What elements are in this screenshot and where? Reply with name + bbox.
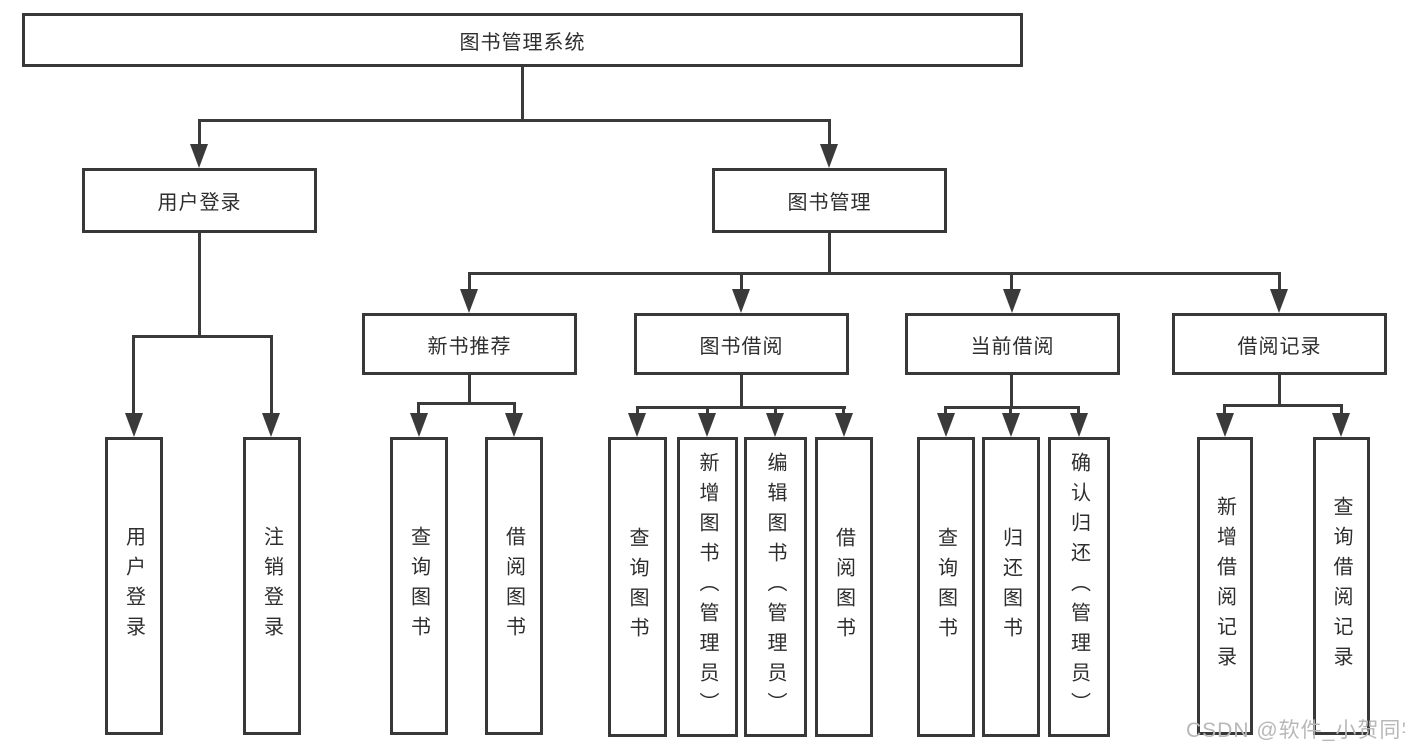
connector-line bbox=[842, 406, 845, 417]
connector-line bbox=[468, 272, 471, 294]
connector-line bbox=[636, 406, 846, 409]
leaf-recommend-query-book: 查询图书 bbox=[390, 437, 448, 735]
connector-line bbox=[513, 402, 516, 417]
leaf-label: 确认归还（管理员） bbox=[1067, 452, 1090, 722]
arrow-down-icon bbox=[1003, 289, 1021, 313]
connector-line bbox=[1223, 404, 1226, 417]
connector-line bbox=[1278, 375, 1281, 407]
connector-line bbox=[468, 375, 471, 405]
connector-line bbox=[417, 402, 420, 417]
connector-line bbox=[1010, 272, 1013, 294]
arrow-down-icon bbox=[410, 413, 428, 437]
connector-line bbox=[468, 272, 1281, 275]
leaf-borrow-query-book: 查询图书 bbox=[608, 437, 667, 737]
leaf-label: 查询图书 bbox=[934, 527, 957, 647]
arrow-down-icon bbox=[1270, 289, 1288, 313]
arrow-down-icon bbox=[937, 413, 955, 437]
connector-line bbox=[740, 375, 743, 409]
connector-line bbox=[774, 406, 777, 417]
arrow-down-icon bbox=[1070, 413, 1088, 437]
arrow-down-icon bbox=[505, 413, 523, 437]
leaf-recommend-borrow-book: 借阅图书 bbox=[485, 437, 543, 735]
leaf-label: 借阅图书 bbox=[502, 526, 525, 646]
leaf-label: 编辑图书（管理员） bbox=[764, 452, 786, 722]
leaf-label: 借阅图书 bbox=[832, 527, 855, 647]
connector-line bbox=[1009, 406, 1012, 417]
leaf-user-login: 用户登录 bbox=[105, 437, 163, 735]
arrow-down-icon bbox=[628, 413, 646, 437]
arrow-down-icon bbox=[1332, 413, 1350, 437]
connector-line bbox=[1223, 404, 1343, 407]
leaf-label: 归还图书 bbox=[999, 527, 1022, 647]
arrow-down-icon bbox=[766, 413, 784, 437]
connector-line bbox=[636, 406, 639, 417]
leaf-records-query-record: 查询借阅记录 bbox=[1313, 437, 1370, 735]
leaf-borrow-borrow-book: 借阅图书 bbox=[815, 437, 873, 737]
node-borrowing-records: 借阅记录 bbox=[1172, 313, 1387, 375]
leaf-label: 查询图书 bbox=[626, 527, 648, 647]
leaf-label: 新增借阅记录 bbox=[1213, 496, 1236, 676]
node-new-book-recommend: 新书推荐 bbox=[362, 313, 577, 375]
leaf-label: 用户登录 bbox=[122, 526, 145, 646]
connector-line bbox=[740, 272, 743, 294]
arrow-down-icon bbox=[820, 144, 838, 168]
arrow-down-icon bbox=[190, 144, 208, 168]
connector-line bbox=[1010, 375, 1013, 409]
leaf-current-confirm-return-admin: 确认归还（管理员） bbox=[1048, 437, 1110, 737]
arrow-down-icon bbox=[732, 289, 750, 313]
leaf-borrow-add-book-admin: 新增图书（管理员） bbox=[677, 437, 738, 737]
node-current-borrowing: 当前借阅 bbox=[905, 313, 1120, 375]
leaf-user-logout: 注销登录 bbox=[243, 437, 301, 735]
connector-line bbox=[706, 406, 709, 417]
leaf-current-query-book: 查询图书 bbox=[917, 437, 975, 737]
csdn-watermark: CSDN @软件_小贺同学 bbox=[1186, 719, 1405, 742]
leaf-label: 查询借阅记录 bbox=[1330, 496, 1352, 676]
arrow-down-icon bbox=[262, 413, 280, 437]
connector-line bbox=[828, 233, 831, 275]
arrow-down-icon bbox=[1002, 413, 1020, 437]
node-root-library-system: 图书管理系统 bbox=[22, 13, 1023, 67]
arrow-down-icon bbox=[460, 289, 478, 313]
connector-line bbox=[1278, 272, 1281, 294]
connector-line bbox=[944, 406, 947, 417]
connector-line bbox=[198, 233, 201, 338]
arrow-down-icon bbox=[125, 413, 143, 437]
connector-line bbox=[417, 402, 516, 405]
connector-line bbox=[198, 119, 831, 122]
connector-line bbox=[132, 335, 273, 338]
connector-line bbox=[198, 119, 201, 150]
leaf-borrow-edit-book-admin: 编辑图书（管理员） bbox=[744, 437, 807, 737]
leaf-records-add-record: 新增借阅记录 bbox=[1197, 437, 1253, 735]
connector-line bbox=[132, 335, 135, 417]
connector-line bbox=[1340, 404, 1343, 417]
arrow-down-icon bbox=[698, 413, 716, 437]
connector-line bbox=[1077, 406, 1080, 417]
node-user-login-group: 用户登录 bbox=[82, 168, 317, 233]
leaf-label: 注销登录 bbox=[260, 526, 283, 646]
leaf-label: 查询图书 bbox=[407, 526, 430, 646]
connector-line bbox=[521, 67, 524, 122]
leaf-current-return-book: 归还图书 bbox=[982, 437, 1040, 737]
connector-line bbox=[270, 335, 273, 417]
connector-line bbox=[944, 406, 1080, 409]
leaf-label: 新增图书（管理员） bbox=[696, 452, 718, 722]
node-book-management-group: 图书管理 bbox=[712, 168, 947, 233]
connector-line bbox=[828, 119, 831, 150]
arrow-down-icon bbox=[835, 413, 853, 437]
node-book-borrowing: 图书借阅 bbox=[634, 313, 849, 375]
arrow-down-icon bbox=[1216, 413, 1234, 437]
